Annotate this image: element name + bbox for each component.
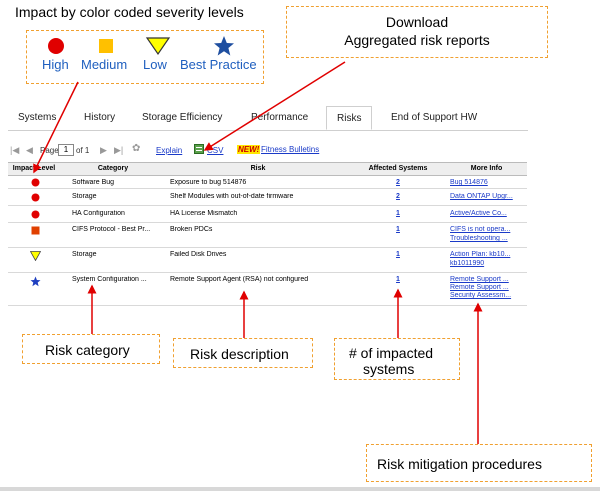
page-count: of 1 — [76, 146, 90, 155]
row-affected-link[interactable]: 1 — [396, 210, 400, 217]
table-header: Impact Level Category Risk Affected Syst… — [8, 162, 527, 176]
tab-risks[interactable]: Risks — [326, 106, 373, 130]
impacted-systems-line2: systems — [363, 361, 415, 377]
download-callout: Download Aggregated risk reports — [286, 6, 548, 58]
page-input[interactable]: 1 — [58, 144, 74, 156]
table-row: System Configuration ... Remote Support … — [8, 273, 527, 306]
download-callout-line1: Download — [385, 14, 449, 30]
row-affected-link[interactable]: 2 — [396, 193, 400, 200]
impacted-systems-callout: # of impacted systems — [334, 338, 460, 380]
header-more-info[interactable]: More Info — [470, 165, 503, 172]
legend-medium: Medium — [81, 57, 128, 72]
row-info-link[interactable]: Remote Support ... — [450, 276, 509, 283]
tab-storage-efficiency[interactable]: Storage Efficiency — [142, 112, 223, 123]
row-info-link[interactable]: kb1011990 — [450, 260, 485, 267]
row-affected-link[interactable]: 1 — [396, 226, 400, 233]
bottom-edge — [0, 487, 600, 491]
table-row: HA Configuration HA License Mismatch 1 A… — [8, 206, 527, 223]
high-severity-icon — [31, 178, 40, 187]
row-info-link[interactable]: Active/Active Co... — [450, 210, 507, 217]
row-info-link[interactable]: Security Assessm... — [450, 292, 512, 299]
page-label: Page — [40, 146, 59, 155]
first-page-icon[interactable]: |◀ — [10, 145, 20, 155]
row-category: System Configuration ... — [72, 276, 147, 283]
legend-high: High — [42, 57, 69, 72]
row-info-link[interactable]: Data ONTAP Upgr... — [450, 193, 513, 200]
row-affected-link[interactable]: 2 — [396, 179, 400, 186]
next-page-icon[interactable]: ▶ — [100, 145, 107, 155]
row-info-link[interactable]: Bug 514876 — [450, 179, 488, 186]
high-severity-icon — [31, 210, 40, 219]
refresh-icon[interactable]: ✿ — [132, 143, 141, 154]
tab-performance[interactable]: Performance — [251, 112, 309, 123]
header-affected-systems[interactable]: Affected Systems — [368, 165, 428, 172]
medium-severity-icon — [31, 226, 40, 235]
row-category: Software Bug — [72, 179, 115, 186]
row-affected-link[interactable]: 1 — [396, 276, 400, 283]
yellow-triangle-icon — [145, 37, 171, 56]
header-impact-level[interactable]: Impact Level — [12, 165, 56, 172]
best-practice-severity-icon — [30, 276, 41, 287]
row-info-link[interactable]: Troubleshooting ... — [450, 235, 508, 242]
row-category: Storage — [72, 193, 97, 200]
row-category: HA Configuration — [72, 210, 125, 217]
legend-low: Low — [143, 57, 167, 72]
row-risk: Failed Disk Drives — [170, 251, 227, 258]
row-info-link[interactable]: CIFS is not opera... — [450, 226, 511, 233]
row-risk: Remote Support Agent (RSA) not configure… — [170, 276, 309, 283]
blue-star-icon — [214, 36, 234, 56]
row-risk: Shelf Modules with out-of-date firmware — [170, 193, 294, 200]
tab-end-of-support-hw[interactable]: End of Support HW — [391, 112, 478, 123]
high-severity-icon — [31, 193, 40, 202]
table-row: CIFS Protocol - Best Pr... Broken PDCs 1… — [8, 223, 527, 248]
row-affected-link[interactable]: 1 — [396, 251, 400, 258]
row-info-link[interactable]: Action Plan: kb10... — [450, 251, 511, 258]
table-row: Storage Shelf Modules with out-of-date f… — [8, 189, 527, 206]
csv-link[interactable]: CSV — [207, 146, 224, 155]
new-badge: NEW! — [237, 145, 261, 154]
low-severity-icon — [30, 251, 41, 261]
header-category[interactable]: Category — [97, 165, 129, 172]
row-info-link[interactable]: Remote Support ... — [450, 284, 509, 291]
tab-bar: Systems History Storage Efficiency Perfo… — [8, 106, 528, 131]
severity-legend: High Medium Low Best Practice — [26, 30, 264, 84]
orange-square-icon — [99, 39, 113, 53]
risk-description-callout: Risk description — [173, 338, 313, 368]
row-risk: HA License Mismatch — [170, 210, 238, 217]
tab-history[interactable]: History — [84, 112, 116, 123]
row-category: CIFS Protocol - Best Pr... — [72, 226, 151, 233]
row-risk: Exposure to bug 514876 — [170, 179, 247, 186]
table-row: Storage Failed Disk Drives 1 Action Plan… — [8, 248, 527, 273]
legend-best-practice: Best Practice — [180, 57, 257, 72]
row-category: Storage — [72, 251, 97, 258]
impacted-systems-line1: # of impacted — [349, 345, 434, 361]
grid-toolbar: |◀ ◀ Page 1 of 1 ▶ ▶| ✿ Explain CSV NEW!… — [8, 140, 528, 160]
last-page-icon[interactable]: ▶| — [114, 145, 124, 155]
csv-icon[interactable] — [194, 144, 204, 154]
row-risk: Broken PDCs — [170, 226, 213, 233]
risk-category-callout: Risk category — [22, 334, 160, 364]
risks-table: Impact Level Category Risk Affected Syst… — [8, 162, 527, 306]
risk-mitigation-callout: Risk mitigation procedures — [366, 444, 592, 482]
explain-link[interactable]: Explain — [156, 146, 183, 155]
prev-page-icon[interactable]: ◀ — [26, 145, 33, 155]
fitness-bulletins-link[interactable]: Fitness Bulletins — [261, 145, 320, 154]
red-circle-icon — [48, 38, 64, 54]
download-callout-line2: Aggregated risk reports — [344, 32, 490, 48]
tab-systems[interactable]: Systems — [18, 112, 57, 123]
legend-title: Impact by color coded severity levels — [15, 4, 244, 20]
table-row: Software Bug Exposure to bug 514876 2 Bu… — [8, 176, 527, 189]
header-risk[interactable]: Risk — [250, 165, 266, 172]
